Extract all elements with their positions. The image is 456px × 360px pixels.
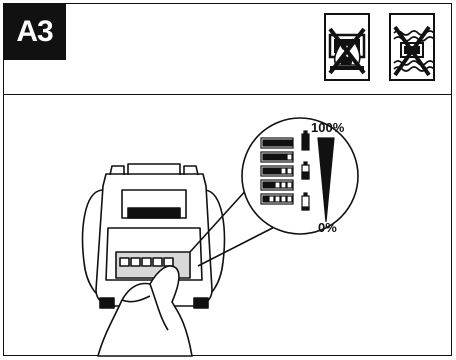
gauge-row-1 — [260, 193, 294, 205]
step-label: A3 — [3, 3, 66, 60]
figure-frame — [3, 3, 452, 356]
battery-half-icon — [301, 161, 310, 180]
charge-min-label: 0% — [318, 220, 337, 235]
gauge-row-3 — [260, 165, 294, 177]
gauge-row-4 — [260, 151, 294, 163]
gauge-row-5 — [260, 137, 294, 149]
battery-low-icon — [301, 192, 310, 211]
no-water-icon — [389, 13, 435, 81]
gauge-callout-circle — [241, 117, 359, 235]
battery-full-icon — [301, 130, 310, 151]
hand — [97, 265, 193, 357]
gauge-row-2 — [260, 179, 294, 191]
no-fire-icon — [324, 13, 370, 81]
charge-max-label: 100% — [311, 120, 345, 135]
charge-wedge — [317, 137, 335, 223]
header-divider — [3, 94, 452, 95]
